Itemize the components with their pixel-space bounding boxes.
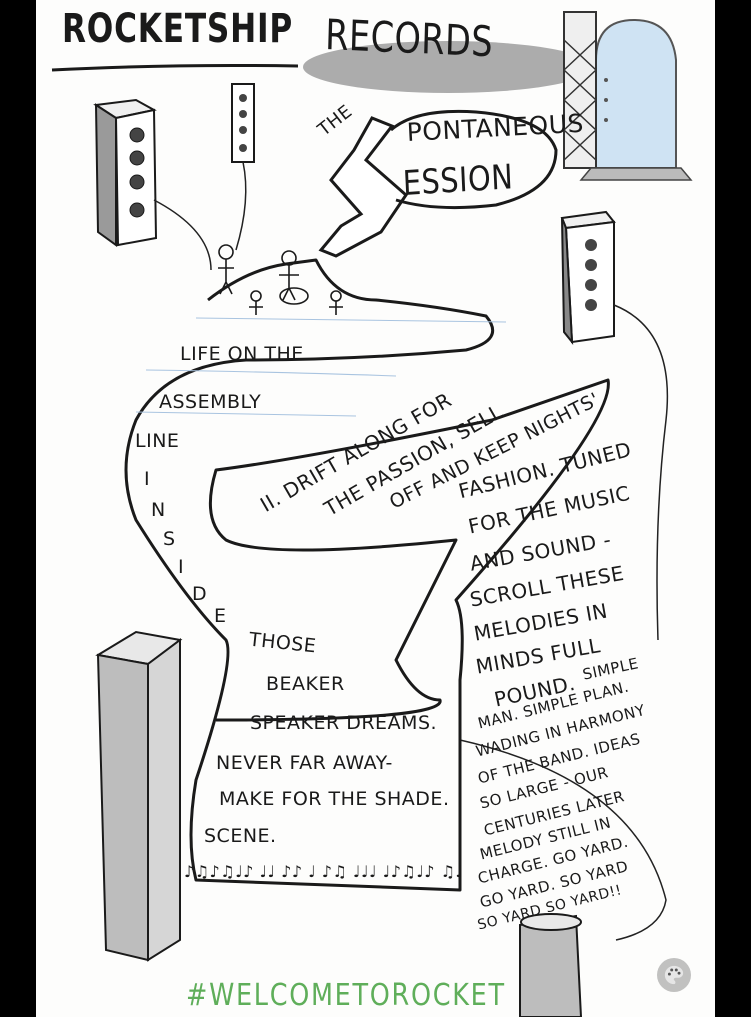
lyric-left-14: SCENE.: [204, 825, 277, 847]
cable-left: [153, 199, 212, 271]
palette-icon: [664, 965, 684, 985]
speaker-right-bottom: [519, 913, 583, 1017]
lyric-left-13: MAKE FOR THE SHADE.: [219, 788, 450, 810]
lyric-left-12: NEVER FAR AWAY-: [216, 752, 393, 774]
hashtag: #WELCOMETOROCKET: [186, 978, 506, 1013]
cable-bottom-right: [459, 739, 667, 941]
drawing-canvas: ROCKETSHIP RECORDS THE PONTANEOUS ESSION…: [36, 0, 715, 1017]
records-highlight: [303, 41, 593, 93]
guide-line-2: [145, 369, 397, 377]
cable-right: [613, 304, 669, 641]
speaker-left-bottom: [95, 630, 183, 962]
speaker-top-small: [231, 83, 255, 163]
band-figures: [218, 244, 343, 315]
palette-button[interactable]: [657, 958, 691, 992]
lyric-left-10: BEAKER: [266, 673, 345, 695]
title-main: ROCKETSHIP: [62, 6, 294, 52]
lyric-left-7: D: [192, 583, 208, 605]
guide-line-1: [195, 317, 507, 323]
title-sub: RECORDS: [324, 10, 494, 67]
rocket-illustration: [563, 11, 693, 181]
speech-bubble: [390, 109, 558, 210]
lyric-left-6: I: [178, 556, 185, 578]
illustration: [51, 11, 693, 1017]
lyric-left-3: I: [144, 468, 151, 490]
lyric-left-11: SPEAKER DREAMS.: [250, 712, 438, 734]
guide-line-3: [135, 411, 357, 417]
lyric-left-4: N: [151, 499, 166, 521]
lyric-left-0: LIFE ON THE: [180, 343, 304, 365]
session-line2: ESSION: [402, 157, 515, 204]
stage-outline: [124, 258, 610, 892]
lyric-left-5: S: [163, 528, 176, 550]
lyric-left-8: E: [214, 605, 227, 627]
cable-small: [235, 161, 247, 251]
lyric-left-1: ASSEMBLY: [159, 391, 262, 413]
speaker-left-top: [93, 98, 158, 247]
lightning-bolt: [318, 116, 408, 258]
speaker-right-mid: [560, 210, 616, 346]
lyric-left-2: LINE: [135, 430, 180, 452]
music-notes: ♪♫♪♫♩♪ ♩♩ ♪♪ ♩ ♪♫ ♩♩♩ ♩♪♫♩♪ ♫♩: [184, 862, 464, 881]
title-underline: [51, 64, 299, 72]
